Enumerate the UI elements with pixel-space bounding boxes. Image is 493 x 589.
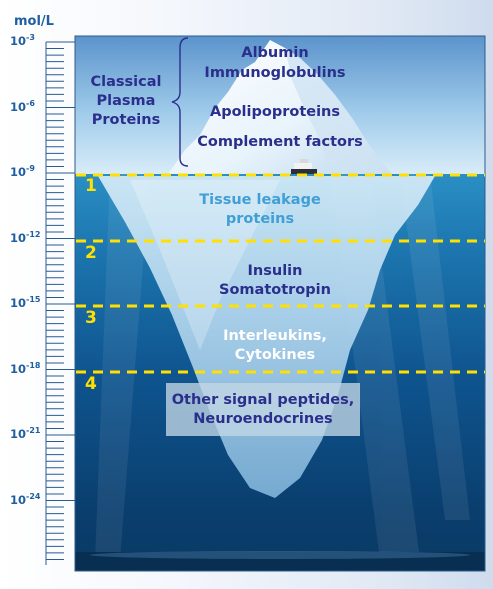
tissue-leakage-label: Tissue leakage proteins — [190, 191, 330, 229]
hormone-insulin: Insulin — [200, 262, 350, 281]
axis-tick-label: 10-24 — [10, 492, 40, 507]
band-4-label: 4 — [85, 374, 97, 394]
axis-tick-label: 10-21 — [10, 426, 40, 441]
classical-plasma-proteins-label: Classical Plasma Proteins — [84, 73, 168, 130]
protein-albumin: Albumin — [190, 44, 360, 63]
axis-tick-label: 10-18 — [10, 361, 40, 376]
band-1-label: 1 — [85, 176, 97, 196]
band-2-label: 2 — [85, 243, 97, 263]
sea-floor-glow — [90, 551, 470, 559]
signal-peptides-line-1: Other signal peptides, — [166, 391, 360, 410]
tissue-leakage-line-1: Tissue leakage — [190, 191, 330, 210]
tissue-leakage-line-2: proteins — [190, 210, 330, 229]
classical-label-line-1: Classical — [84, 73, 168, 92]
classical-label-line-2: Plasma — [84, 92, 168, 111]
axis-tick-label: 10-15 — [10, 295, 40, 310]
band-3-label: 3 — [85, 308, 97, 328]
signal-peptides-label: Other signal peptides, Neuroendocrines — [166, 391, 360, 429]
classical-label-line-3: Proteins — [84, 111, 168, 130]
concentration-axis — [46, 42, 75, 565]
axis-tick-label: 10-9 — [10, 164, 35, 179]
axis-unit: mol/L — [14, 14, 54, 29]
hormone-somatotropin: Somatotropin — [200, 281, 350, 300]
interleukins-line-1: Interleukins, — [205, 327, 345, 346]
protein-complement-factors: Complement factors — [180, 133, 380, 152]
hormones-label: Insulin Somatotropin — [200, 262, 350, 300]
signal-peptides-line-2: Neuroendocrines — [166, 410, 360, 429]
interleukins-line-2: Cytokines — [205, 346, 345, 365]
axis-tick-label: 10-3 — [10, 33, 35, 48]
axis-tick-label: 10-12 — [10, 230, 40, 245]
axis-tick-label: 10-6 — [10, 99, 35, 114]
protein-apolipoproteins: Apolipoproteins — [170, 103, 380, 122]
interleukins-label: Interleukins, Cytokines — [205, 327, 345, 365]
protein-immunoglobulins: Immunoglobulins — [170, 64, 380, 83]
